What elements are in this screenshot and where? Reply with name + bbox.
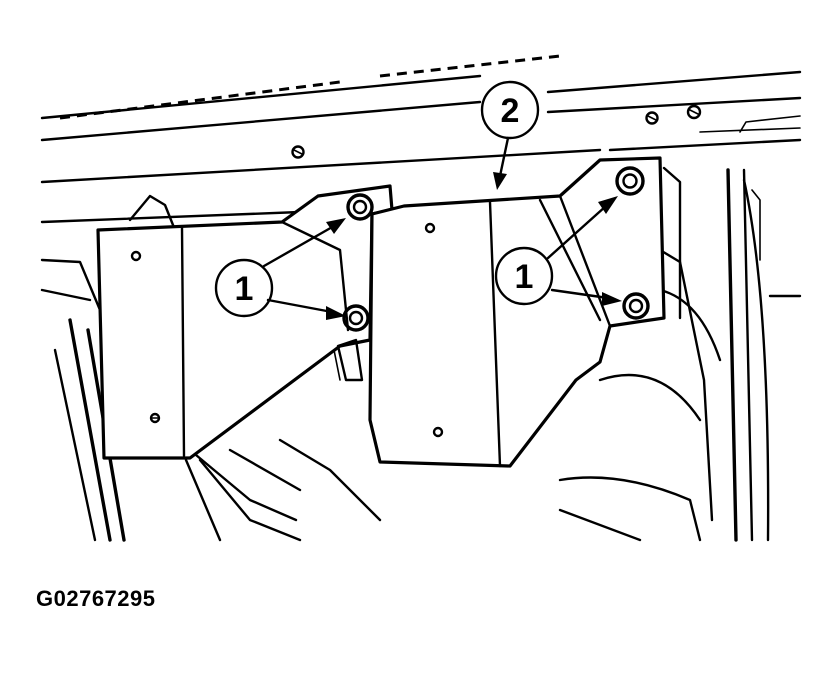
rivet-top-2: [645, 111, 659, 125]
rivet-top-3: [686, 104, 702, 120]
leader-lines: [262, 136, 622, 320]
right-bracket: [336, 156, 682, 468]
right-structure: [558, 168, 802, 542]
bolt-lower-right: [622, 292, 650, 320]
callout-2: 2: [480, 80, 540, 140]
rivet-top-1: [291, 145, 305, 159]
figure-id: G02767295: [36, 586, 156, 611]
bolt-lower-left: [342, 304, 370, 332]
callout-1-right-label: 1: [515, 258, 534, 296]
left-bracket: [96, 184, 394, 460]
callout-1-left: 1: [214, 258, 274, 318]
bolt-upper-right: [615, 166, 645, 196]
bolt-upper-left: [346, 193, 374, 221]
callout-2-label: 2: [501, 92, 520, 130]
callout-1-right: 1: [494, 246, 554, 306]
callout-1-left-label: 1: [235, 270, 254, 308]
body-structure-lines: [40, 54, 802, 224]
